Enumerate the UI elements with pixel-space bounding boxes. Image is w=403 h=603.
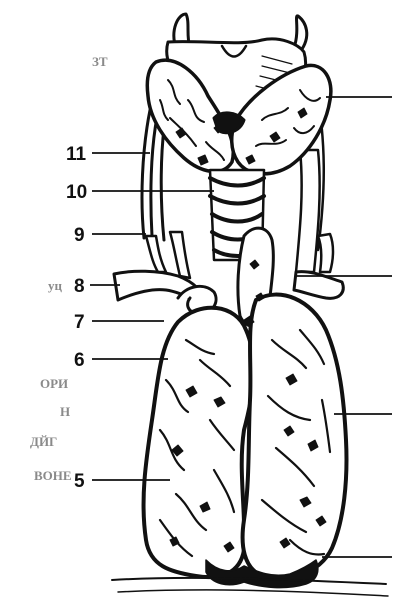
- left-vessel-branch: [146, 236, 166, 272]
- bleed-text-5: ДЙГ: [30, 434, 57, 449]
- bleed-text-2: уц: [48, 278, 63, 293]
- bleed-text-3: ОРИ: [40, 376, 68, 391]
- base-curve-2: [118, 590, 388, 596]
- bleed-text-4: Н: [60, 404, 70, 419]
- bleed-text-6: ВОНЕ: [34, 468, 72, 483]
- label-9: 9: [74, 225, 85, 246]
- bleed-text-1: ЗТ: [92, 54, 108, 69]
- label-6: 6: [74, 350, 85, 371]
- number-labels: 11 10 9 8 7 6 5: [66, 144, 87, 492]
- label-5: 5: [74, 471, 85, 492]
- label-11: 11: [66, 144, 87, 165]
- label-10: 10: [66, 182, 87, 203]
- label-7: 7: [74, 312, 85, 333]
- right-common-carotid: [296, 150, 320, 272]
- left-brachiocephalic: [170, 232, 190, 278]
- right-vessel-branch: [318, 234, 333, 272]
- thymus-right-lobe: [243, 295, 347, 579]
- anatomy-drawing: [112, 14, 388, 596]
- label-8: 8: [74, 276, 85, 297]
